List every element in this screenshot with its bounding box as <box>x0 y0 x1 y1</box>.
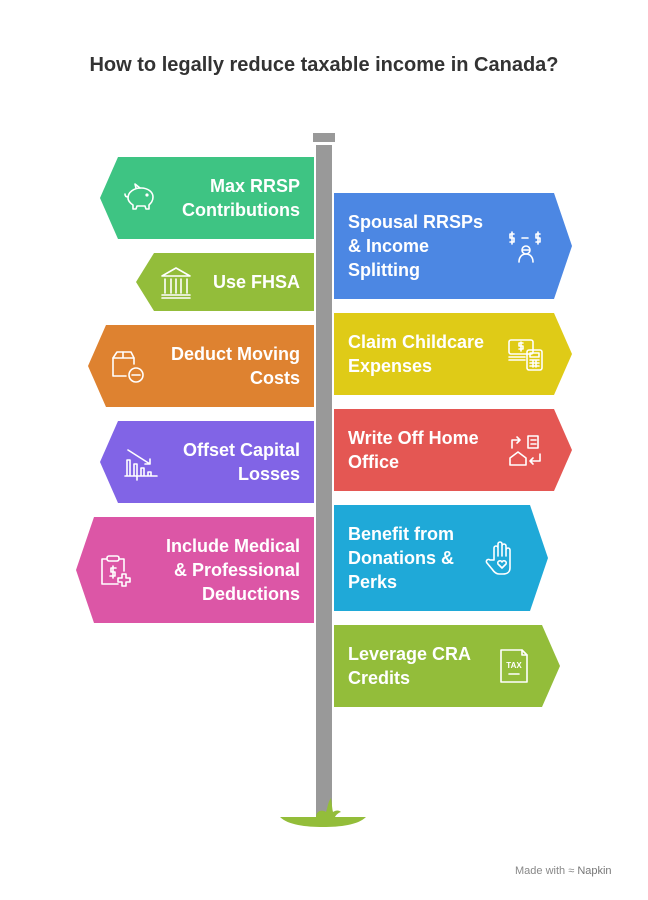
tax-document-icon: TAX <box>494 646 534 686</box>
sign-spousal-rrsp: Spousal RRSPs & Income Splitting <box>334 193 572 299</box>
footer-brand: Napkin <box>577 865 612 877</box>
box-minus-icon <box>108 346 148 386</box>
sign-max-rrsp: Max RRSP Contributions <box>100 157 314 239</box>
page-title: How to legally reduce taxable income in … <box>89 54 559 76</box>
sign-label: Deduct Moving Costs <box>171 344 300 388</box>
footer-made-with: Made with <box>515 865 566 877</box>
sign-offset-capital: Offset Capital Losses <box>100 421 314 503</box>
sign-label: Benefit from Donations & Perks <box>348 524 455 592</box>
medical-clipboard-icon <box>96 550 136 590</box>
napkin-logo-icon: ≈ <box>568 865 575 877</box>
chart-down-icon <box>120 442 160 482</box>
sign-label: Spousal RRSPs & Income Splitting <box>348 212 484 280</box>
sign-label: Write Off Home Office <box>348 428 479 472</box>
bank-icon <box>156 262 196 302</box>
sign-label: Use FHSA <box>212 272 300 292</box>
home-office-icon <box>506 430 546 470</box>
piggy-bank-icon <box>120 178 160 218</box>
sign-childcare: Claim Childcare Expenses <box>334 313 572 395</box>
cash-calculator-icon <box>506 334 546 374</box>
footer-credit: Made with ≈ Napkin <box>515 865 612 877</box>
sign-label: Offset Capital Losses <box>182 440 300 484</box>
sign-use-fhsa: Use FHSA <box>136 253 314 311</box>
sign-donations: Benefit from Donations & Perks <box>334 505 548 611</box>
sign-home-office: Write Off Home Office <box>334 409 572 491</box>
sign-include-medical: Include Medical & Professional Deduction… <box>76 517 314 623</box>
sign-label: Include Medical & Professional Deduction… <box>165 536 300 604</box>
sign-cra-credits: TAX Leverage CRA Credits <box>334 625 560 707</box>
tax-icon-text: TAX <box>506 661 522 670</box>
hand-heart-icon <box>482 538 522 578</box>
signpost-cap <box>313 133 335 142</box>
sign-deduct-moving: Deduct Moving Costs <box>88 325 314 407</box>
signpost-pole <box>316 145 332 821</box>
sign-label: Leverage CRA Credits <box>348 644 472 688</box>
split-money-icon <box>506 226 546 266</box>
sign-label: Max RRSP Contributions <box>182 176 300 220</box>
grass-base <box>280 798 366 827</box>
sign-label: Claim Childcare Expenses <box>348 332 485 376</box>
